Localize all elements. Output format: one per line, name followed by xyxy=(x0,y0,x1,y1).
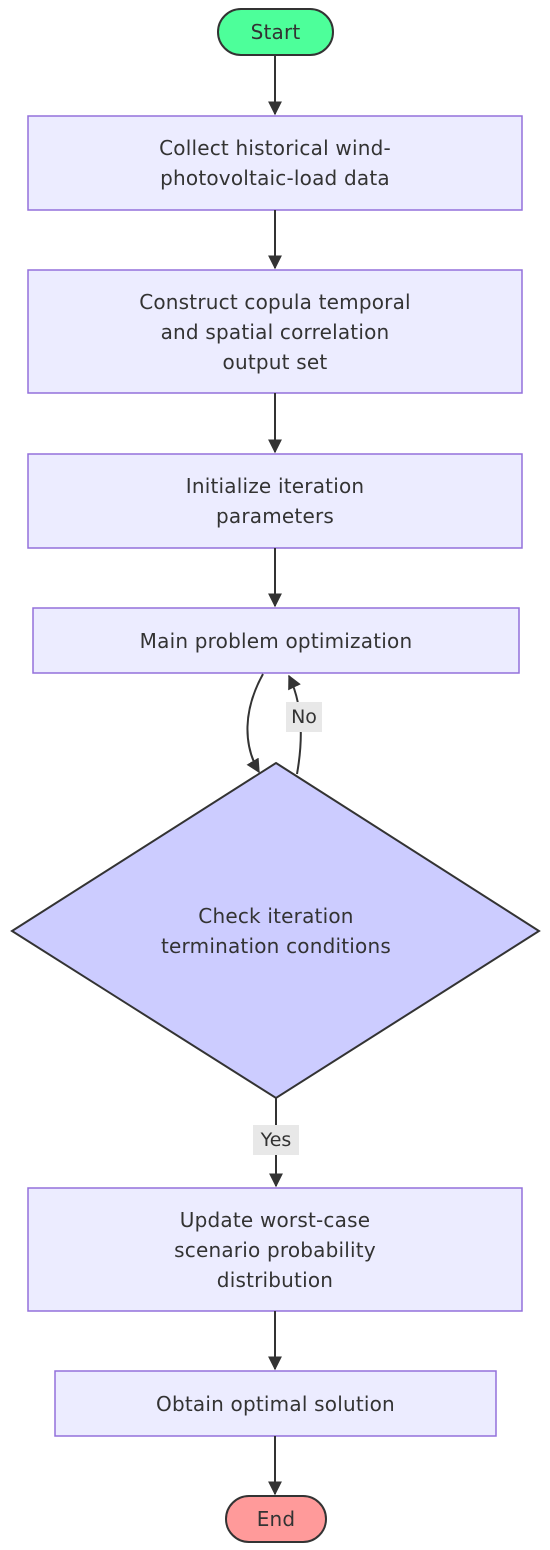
start-label: Start xyxy=(250,20,301,44)
obtain-label: Obtain optimal solution xyxy=(156,1391,395,1416)
check-label: Check iteration termination conditions xyxy=(161,904,391,958)
yes-edge-label: Yes xyxy=(253,1125,299,1155)
construct-label: Construct copula temporal and spatial co… xyxy=(139,289,411,374)
main-node xyxy=(32,607,520,674)
end-label: End xyxy=(256,1507,296,1531)
edge-main-check xyxy=(246,673,264,774)
main-label: Main problem optimization xyxy=(139,628,413,653)
initialize-label: Initialize iteration parameters xyxy=(185,474,365,528)
no-edge-label: No xyxy=(286,702,322,732)
update-label: Update worst-case scenario probability d… xyxy=(174,1207,376,1292)
initialize-node xyxy=(27,453,523,549)
update-node xyxy=(27,1187,523,1312)
collect-node xyxy=(27,115,523,211)
collect-label: Collect historical wind- photovoltaic-lo… xyxy=(159,136,391,190)
end-node xyxy=(225,1495,327,1543)
